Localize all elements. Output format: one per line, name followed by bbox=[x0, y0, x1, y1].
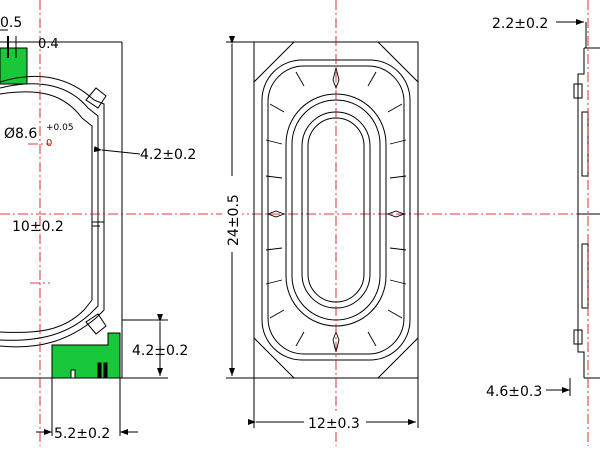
ring-mid bbox=[0, 83, 99, 341]
side-profile bbox=[577, 48, 585, 378]
rib bbox=[367, 331, 377, 347]
side-top-label: 2.2±0.2 bbox=[492, 16, 548, 32]
cone-ribs bbox=[265, 67, 407, 353]
diameter-tol-upper: +0.05 bbox=[46, 123, 74, 133]
ring-tab-top bbox=[85, 87, 107, 109]
rib bbox=[295, 71, 305, 87]
hole-width-label: 4.2±0.2 bbox=[140, 147, 196, 163]
side-terminal-top bbox=[573, 83, 583, 99]
rib bbox=[389, 139, 407, 145]
rib bbox=[387, 309, 403, 319]
left-dimensions bbox=[36, 146, 168, 436]
bottom-pad bbox=[51, 332, 121, 379]
side-magnet-bottom bbox=[581, 243, 589, 309]
diameter-tol-lower: 0 bbox=[46, 138, 52, 149]
diameter-label: Ø8.6 bbox=[4, 126, 37, 142]
rib bbox=[367, 71, 377, 87]
rib-top bbox=[332, 67, 340, 90]
side-terminal-bottom bbox=[573, 329, 583, 345]
rib-left bbox=[266, 210, 286, 218]
side-view bbox=[546, 19, 600, 396]
front-dimensions bbox=[226, 36, 419, 428]
rib bbox=[295, 331, 305, 347]
rib bbox=[265, 139, 283, 145]
rib bbox=[269, 103, 285, 113]
tab-width-label: 0.5 bbox=[0, 15, 22, 31]
side-thickness-label: 4.6±0.3 bbox=[486, 384, 542, 400]
cone-outer-2 bbox=[267, 65, 405, 355]
gap-label: 0.4 bbox=[38, 37, 59, 52]
side-magnet-top bbox=[581, 111, 589, 177]
ring-outer bbox=[0, 76, 105, 348]
rib bbox=[265, 175, 283, 179]
inner-oval bbox=[0, 91, 93, 333]
left-view bbox=[0, 29, 123, 379]
ring-tab-bottom bbox=[85, 313, 107, 335]
pad-slot-2 bbox=[103, 362, 108, 379]
width-label: 12±0.3 bbox=[308, 416, 360, 432]
rib-right bbox=[386, 210, 406, 218]
rib bbox=[265, 279, 283, 285]
rib bbox=[269, 309, 285, 319]
hole-width-leader bbox=[93, 146, 141, 155]
rib bbox=[265, 247, 283, 251]
pad-notch bbox=[70, 369, 76, 379]
rib bbox=[387, 103, 403, 113]
front-chamfer bbox=[253, 41, 419, 379]
hole-span-label: 10±0.2 bbox=[12, 219, 64, 235]
height-label: 24±0.5 bbox=[226, 194, 242, 246]
pad-slot-1 bbox=[97, 362, 102, 379]
height-label-bg bbox=[222, 176, 242, 252]
rib bbox=[389, 279, 407, 285]
pad-height-label: 4.2±0.2 bbox=[132, 343, 188, 359]
width-label-bg bbox=[304, 414, 366, 430]
pad-width-label: 5.2±0.2 bbox=[54, 426, 110, 442]
rib bbox=[389, 175, 407, 179]
rib bbox=[389, 247, 407, 251]
